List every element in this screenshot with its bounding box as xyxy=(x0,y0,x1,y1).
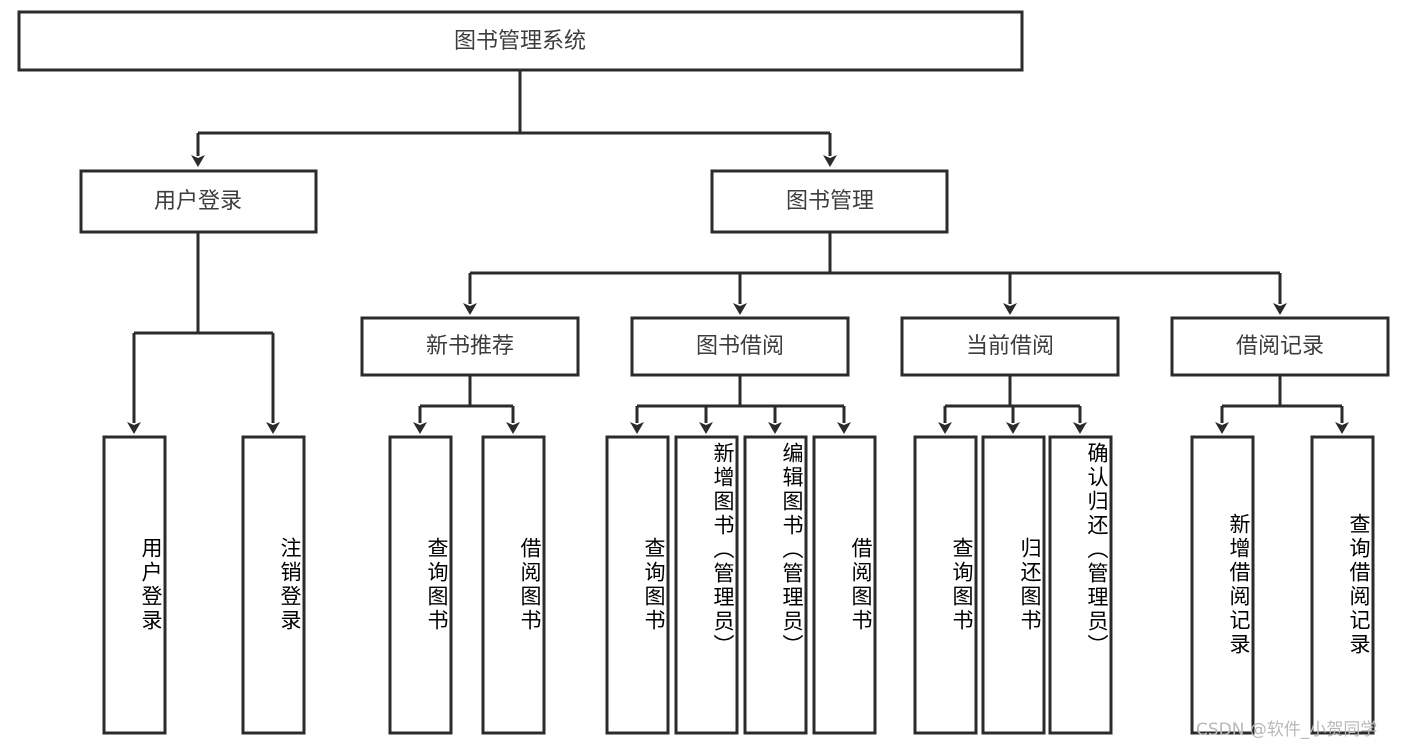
node-leaf13-box[interactable] xyxy=(1310,435,1375,735)
node-root-label: 图书管理系统 xyxy=(454,29,586,54)
node-leaf9-label: 查询图书 xyxy=(950,537,974,633)
node-current[interactable]: 当前借阅 xyxy=(900,316,1120,377)
node-leaf3-label: 查询图书 xyxy=(425,537,449,633)
node-leaf12-label: 新增借阅记录 xyxy=(1227,513,1251,657)
leaf-node-group: 用户登录 注销登录 查询图书 借阅图书 查询图书 xyxy=(102,435,1375,735)
node-leaf11-box[interactable] xyxy=(1048,435,1113,735)
node-leaf7-box[interactable] xyxy=(743,435,808,735)
node-leaf1-label: 用户登录 xyxy=(139,537,163,633)
node-leaf2-text-area: 注销登录 xyxy=(278,537,302,633)
node-login-box[interactable] xyxy=(79,169,318,234)
node-bookmgmt-label: 图书管理 xyxy=(786,189,874,214)
node-root[interactable]: 图书管理系统 xyxy=(17,10,1024,72)
node-leaf11-text-area: 确认归还（管理员） xyxy=(1085,442,1109,658)
node-leaf5-text-area: 查询图书 xyxy=(642,537,666,633)
node-bookmgmt[interactable]: 图书管理 xyxy=(710,169,949,234)
node-leaf12-text-area: 新增借阅记录 xyxy=(1227,513,1251,657)
node-borrow[interactable]: 图书借阅 xyxy=(630,316,850,377)
node-leaf8-text-area: 借阅图书 xyxy=(849,537,873,633)
node-bookmgmt-box[interactable] xyxy=(710,169,949,234)
node-leaf5-label: 查询图书 xyxy=(642,537,666,633)
node-current-box[interactable] xyxy=(900,316,1120,377)
node-record-box[interactable] xyxy=(1170,316,1390,377)
csdn-watermark: CSDN @软件_小贺同学 xyxy=(1196,720,1378,740)
node-login[interactable]: 用户登录 xyxy=(79,169,318,234)
node-leaf9-box[interactable] xyxy=(913,435,978,735)
node-login-label: 用户登录 xyxy=(154,189,242,214)
node-leaf6-box[interactable] xyxy=(674,435,739,735)
node-leaf8-label: 借阅图书 xyxy=(849,537,873,633)
connector-layer xyxy=(127,70,1349,434)
node-newbook[interactable]: 新书推荐 xyxy=(360,316,580,377)
node-leaf10-label: 归还图书 xyxy=(1018,537,1042,633)
node-leaf1-box[interactable] xyxy=(102,435,167,735)
node-borrow-label: 图书借阅 xyxy=(696,334,784,359)
node-leaf10-text-area: 归还图书 xyxy=(1018,537,1042,633)
node-current-label: 当前借阅 xyxy=(966,334,1054,359)
node-leaf10-box[interactable] xyxy=(981,435,1046,735)
node-record[interactable]: 借阅记录 xyxy=(1170,316,1390,377)
node-leaf7-label: 编辑图书（管理员） xyxy=(780,442,804,658)
node-leaf5-box[interactable] xyxy=(605,435,670,735)
node-leaf3-text-area: 查询图书 xyxy=(425,537,449,633)
node-leaf9-text-area: 查询图书 xyxy=(950,537,974,633)
node-newbook-box[interactable] xyxy=(360,316,580,377)
node-leaf3-box[interactable] xyxy=(388,435,453,735)
node-leaf4-text-area: 借阅图书 xyxy=(518,537,542,633)
node-leaf8-box[interactable] xyxy=(812,435,877,735)
node-leaf12-box[interactable] xyxy=(1190,435,1255,735)
node-leaf11-label: 确认归还（管理员） xyxy=(1085,442,1109,658)
node-leaf4-label: 借阅图书 xyxy=(518,537,542,633)
node-leaf6-label: 新增图书（管理员） xyxy=(711,442,735,658)
node-record-label: 借阅记录 xyxy=(1236,334,1324,359)
node-leaf13-label: 查询借阅记录 xyxy=(1347,513,1371,657)
node-leaf2-box[interactable] xyxy=(241,435,306,735)
node-newbook-label: 新书推荐 xyxy=(426,334,514,359)
node-borrow-box[interactable] xyxy=(630,316,850,377)
node-leaf13-text-area: 查询借阅记录 xyxy=(1347,513,1371,657)
node-leaf1-text-area: 用户登录 xyxy=(139,537,163,633)
node-leaf7-text-area: 编辑图书（管理员） xyxy=(780,442,804,658)
node-leaf4-box[interactable] xyxy=(481,435,546,735)
node-leaf6-text-area: 新增图书（管理员） xyxy=(711,442,735,658)
node-root-box[interactable] xyxy=(17,10,1024,72)
node-leaf2-label: 注销登录 xyxy=(278,537,302,633)
